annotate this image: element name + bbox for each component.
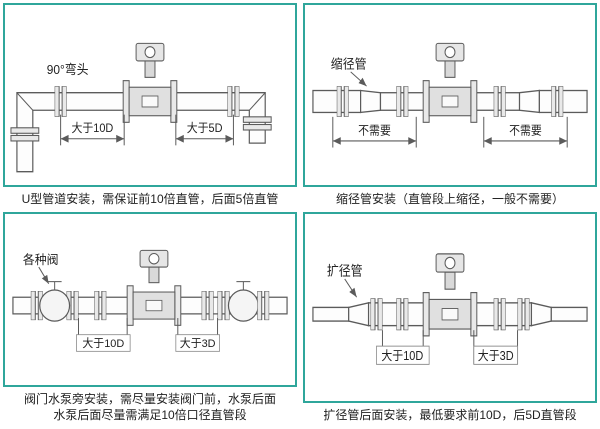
vertical-flange-left (10, 127, 40, 142)
valve-icon-left (39, 281, 71, 322)
caption-reducer: 缩径管安装（直管段上缩径，一般不需要） (335, 191, 564, 206)
dim-label-left: 大于10D (71, 121, 113, 136)
caption-valve-pump-line2: 水泵后面尽量需满足10倍口径直管段 (53, 407, 247, 422)
panel-u-pipe: 90°弯头 大于10D 大于5D U (3, 3, 297, 207)
flowmeter-icon (126, 249, 182, 326)
dimension-right: 大于3D (175, 318, 220, 352)
diagram-box-u-pipe: 90°弯头 大于10D 大于5D (3, 3, 297, 187)
dim-label-right: 大于3D (180, 336, 216, 350)
flowmeter-icon (422, 42, 478, 123)
caption-valve-pump-line1: 阀门水泵旁安装，需尽量安装阀门前，水泵后面 (23, 391, 276, 406)
dim-label-left: 不需要 (358, 124, 391, 138)
dimension-right: 不需要 (483, 116, 568, 148)
part-callout-reducer: 缩径管 (331, 56, 367, 87)
part-callout-expander: 扩径管 (327, 263, 363, 298)
diagram-box-reducer: 缩径管 不需要 不需要 (303, 3, 597, 187)
vertical-flange-right (242, 116, 272, 131)
panel-reducer: 缩径管 不需要 不需要 (303, 3, 597, 207)
dim-label-right: 不需要 (509, 124, 542, 138)
caption-u-pipe: U型管道安装，需保证前10倍直管，后面5倍直管 (21, 191, 279, 206)
panel-valve-pump: 各种阀 大于10D (3, 212, 297, 423)
dimension-right: 大于5D (175, 114, 234, 146)
part-label-valve: 各种阀 (23, 252, 59, 267)
dimension-left: 大于10D (376, 330, 430, 365)
flowmeter-icon (422, 253, 478, 337)
expander-drawing: 扩径管 大于10D (312, 253, 588, 365)
dim-label-right: 大于5D (187, 121, 223, 136)
diagram-box-expander: 扩径管 大于10D (303, 212, 597, 403)
caption-valve-pump: 阀门水泵旁安装，需尽量安装阀门前，水泵后面 水泵后面尽量需满足10倍口径直管段 (3, 387, 297, 423)
valve-icon-right (227, 281, 259, 322)
part-callout-valve: 各种阀 (23, 252, 59, 284)
part-label-elbow: 90°弯头 (47, 61, 89, 77)
dimension-left: 不需要 (332, 116, 417, 148)
flowmeter-icon (122, 42, 178, 123)
dimension-left: 大于10D (60, 114, 125, 146)
diagram-box-valve-pump: 各种阀 大于10D (3, 212, 297, 387)
pipe-with-reducers (312, 89, 588, 114)
valve-pump-drawing: 各种阀 大于10D (12, 249, 288, 352)
dim-label-right: 大于3D (478, 348, 514, 363)
part-label-expander: 扩径管 (327, 263, 363, 279)
panel-expander: 扩径管 大于10D (303, 212, 597, 423)
reducer-drawing: 缩径管 不需要 不需要 (312, 42, 588, 148)
dimension-right: 大于3D (473, 330, 519, 365)
dim-label-left: 大于10D (82, 336, 124, 350)
part-label-reducer: 缩径管 (331, 56, 367, 72)
dimension-left: 大于10D (76, 318, 131, 352)
dim-label-left: 大于10D (381, 348, 423, 363)
u-pipe-drawing: 90°弯头 大于10D 大于5D (10, 42, 272, 173)
caption-expander: 扩径管后面安装，最低要求前10D，后5D直管段 (323, 407, 577, 422)
